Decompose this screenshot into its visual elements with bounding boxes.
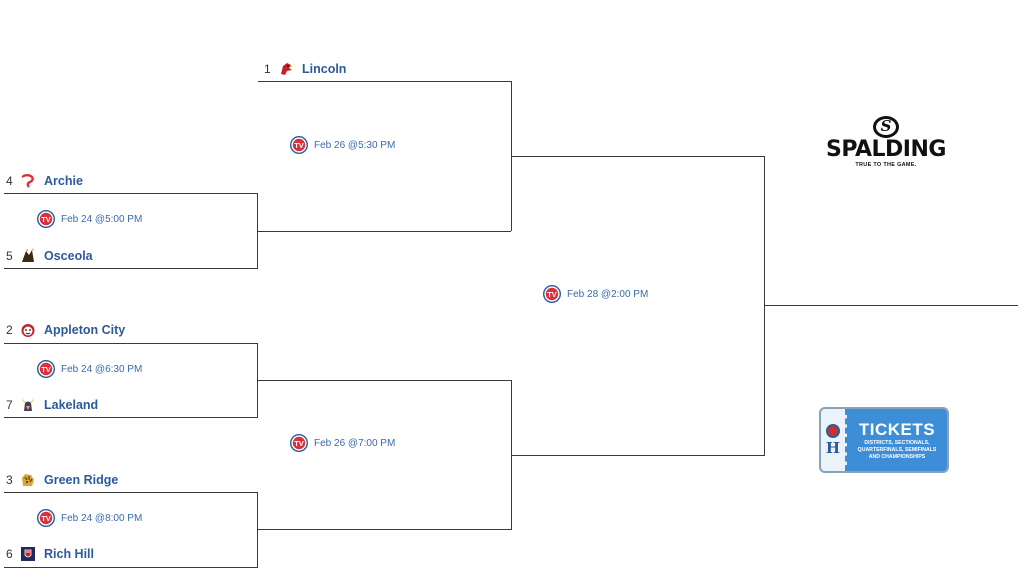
- team-link-lakeland[interactable]: Lakeland: [44, 398, 99, 412]
- game-semifinal-2[interactable]: TV Feb 26 @7:00 PM: [290, 434, 395, 452]
- tickets-title: TICKETS: [858, 419, 936, 439]
- game-semifinal-1[interactable]: TV Feb 26 @5:30 PM: [290, 136, 395, 154]
- line-greenridge: [4, 492, 258, 493]
- team-link-appleton-city[interactable]: Appleton City: [44, 323, 126, 337]
- svg-text:TV: TV: [547, 290, 557, 299]
- seed: 4: [6, 174, 13, 188]
- team-link-rich-hill[interactable]: Rich Hill: [44, 547, 95, 561]
- tv-icon: TV: [543, 285, 561, 303]
- team-link-green-ridge[interactable]: Green Ridge: [44, 473, 119, 487]
- svg-text:TV: TV: [41, 365, 51, 374]
- svg-text:TV: TV: [294, 439, 304, 448]
- warrior-logo-icon: [22, 248, 34, 262]
- shield-logo-icon: [21, 547, 35, 561]
- seed: 3: [6, 473, 13, 487]
- spalding-mark-letter: S: [880, 117, 892, 135]
- seed: 5: [6, 249, 13, 263]
- game-quarterfinal-1[interactable]: TV Feb 24 @5:00 PM: [37, 210, 142, 228]
- line-qf2-vertical: [257, 343, 258, 418]
- game-quarterfinal-2[interactable]: TV Feb 24 @6:30 PM: [37, 360, 142, 378]
- spalding-wordmark: SPALDING: [826, 137, 946, 162]
- line-lincoln: [258, 81, 511, 82]
- team-link-osceola[interactable]: Osceola: [44, 249, 93, 263]
- line-qf1-vertical: [257, 193, 258, 268]
- seed: 1: [264, 62, 271, 76]
- team-link-lincoln[interactable]: Lincoln: [302, 62, 347, 76]
- spalding-mark-icon: S: [873, 116, 899, 138]
- team-appleton-city: 2 Appleton City: [6, 321, 125, 339]
- mshsaa-badge-icon: [826, 424, 840, 438]
- line-appleton: [4, 343, 258, 344]
- svg-text:TV: TV: [41, 215, 51, 224]
- game-time: Feb 24 @6:30 PM: [61, 363, 143, 375]
- game-time: Feb 24 @8:00 PM: [61, 512, 143, 524]
- svg-text:TV: TV: [41, 514, 51, 523]
- spalding-logo[interactable]: S SPALDING TRUE TO THE GAME.: [822, 116, 950, 176]
- seed: 2: [6, 323, 13, 337]
- line-final-vertical: [764, 156, 765, 456]
- cardinal-logo-icon: [281, 63, 293, 75]
- tickets-main: TICKETS DISTRICTS, SECTIONALS, QUARTERFI…: [847, 420, 947, 461]
- whip-logo-icon: [21, 174, 34, 188]
- game-time: Feb 24 @5:00 PM: [61, 213, 143, 225]
- game-final[interactable]: TV Feb 28 @2:00 PM: [543, 285, 648, 303]
- line-richhill: [4, 567, 258, 568]
- tickets-stub-letter: H: [825, 439, 841, 457]
- team-lincoln: 1 Lincoln: [264, 60, 346, 78]
- tv-icon: TV: [290, 136, 308, 154]
- team-archie: 4 Archie: [6, 172, 83, 190]
- spalding-tagline: TRUE TO THE GAME.: [855, 162, 917, 168]
- line-qf1-winner: [258, 231, 511, 232]
- tickets-stub: H: [821, 409, 847, 471]
- seed: 6: [6, 547, 13, 561]
- seed: 7: [6, 398, 13, 412]
- bulldog-logo-icon: [21, 324, 35, 337]
- game-time: Feb 26 @7:00 PM: [314, 437, 396, 449]
- team-rich-hill: 6 Rich Hill: [6, 545, 94, 563]
- viking-logo-icon: [22, 398, 34, 411]
- line-qf2-winner: [258, 380, 511, 381]
- tickets-subtitle-2: QUARTERFINALS, SEMIFINALS: [857, 446, 937, 453]
- tv-icon: TV: [37, 509, 55, 527]
- team-green-ridge: 3 Green Ridge: [6, 471, 118, 489]
- tickets-subtitle-1: DISTRICTS, SECTIONALS,: [864, 439, 930, 446]
- game-time: Feb 26 @5:30 PM: [314, 139, 396, 151]
- tv-icon: TV: [37, 210, 55, 228]
- tv-icon: TV: [290, 434, 308, 452]
- line-sf1-winner: [511, 156, 764, 157]
- game-time: Feb 28 @2:00 PM: [567, 288, 649, 300]
- tv-icon: TV: [37, 360, 55, 378]
- line-qf3-vertical: [257, 492, 258, 567]
- team-link-archie[interactable]: Archie: [44, 174, 83, 188]
- team-lakeland: 7 Lakeland: [6, 396, 98, 414]
- line-lakeland: [4, 417, 258, 418]
- tickets-banner[interactable]: H TICKETS DISTRICTS, SECTIONALS, QUARTER…: [819, 407, 949, 473]
- tiger-logo-icon: [22, 474, 34, 486]
- line-champion: [764, 305, 1018, 306]
- team-osceola: 5 Osceola: [6, 247, 93, 265]
- svg-text:TV: TV: [294, 141, 304, 150]
- line-osceola: [4, 268, 258, 269]
- line-qf3-winner: [258, 529, 511, 530]
- line-sf2-winner: [511, 455, 764, 456]
- tickets-subtitle-3: AND CHAMPIONSHIPS: [868, 453, 926, 460]
- line-archie: [4, 193, 258, 194]
- game-quarterfinal-3[interactable]: TV Feb 24 @8:00 PM: [37, 509, 142, 527]
